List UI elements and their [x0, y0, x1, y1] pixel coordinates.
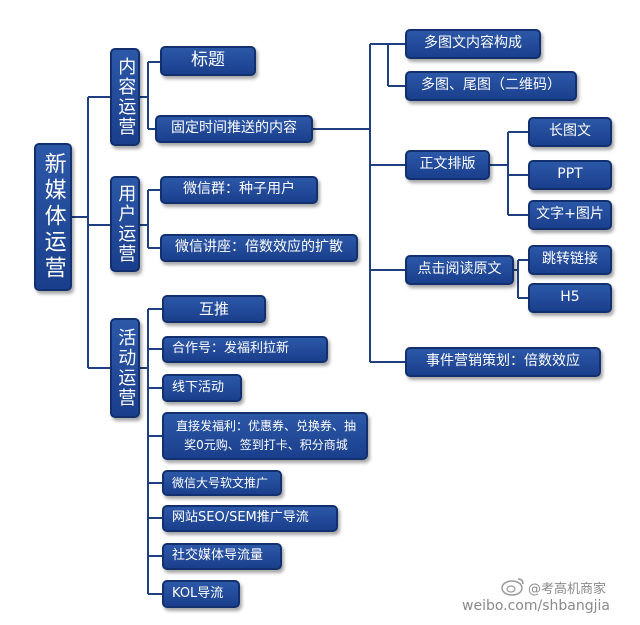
activity-item-label: KOL导流: [172, 585, 224, 601]
activity-item-label: 微信大号软文推广: [172, 475, 269, 490]
event-label: 事件营销策划：倍数效应: [426, 353, 580, 370]
wechat-lecture-node: 微信讲座：倍数效应的扩散: [160, 234, 358, 262]
activity-item-label: 线下活动: [172, 379, 225, 395]
root-label: 新媒体运营: [40, 152, 66, 282]
watermark-account: @考高机商家: [528, 582, 607, 597]
activity-item: 合作号：发福利拉新: [162, 336, 328, 363]
activity-item-label: 社交媒体导流量: [172, 548, 264, 564]
wechat-lecture-label: 微信讲座：倍数效应的扩散: [175, 239, 343, 256]
activity-item: 网站SEO/SEM推广导流: [162, 505, 338, 532]
jump-link-label: 跳转链接: [542, 251, 598, 268]
title-node-label: 标题: [191, 50, 225, 71]
text-image-label: 文字+图片: [536, 206, 604, 223]
activity-item: 直接发福利：优惠券、兑换券、抽奖0元购、签到打卡、积分商城: [162, 412, 368, 460]
jump-link-node: 跳转链接: [528, 245, 612, 275]
branch-user-label: 用户运营: [115, 184, 137, 264]
wechat-group-node: 微信群：种子用户: [160, 176, 318, 204]
long-image-label: 长图文: [549, 123, 591, 140]
long-image-node: 长图文: [528, 117, 612, 147]
branch-activity-label: 活动运营: [115, 328, 137, 408]
ppt-label: PPT: [557, 166, 583, 183]
branch-activity-node: 活动运营: [110, 318, 140, 418]
text-image-node: 文字+图片: [528, 200, 612, 230]
schedule-node: 固定时间推送的内容: [155, 115, 313, 143]
multi-image-node: 多图、尾图（二维码）: [405, 71, 577, 101]
multi-graphic-node: 多图文内容构成: [405, 29, 541, 59]
multi-graphic-label: 多图文内容构成: [424, 35, 522, 52]
title-node: 标题: [160, 46, 256, 76]
activity-item: 互推: [162, 295, 266, 323]
body-layout-node: 正文排版: [405, 150, 490, 180]
weibo-logo-icon: [501, 578, 524, 596]
read-original-label: 点击阅读原文: [417, 261, 502, 278]
watermark-url: weibo.com/shbangjia: [462, 598, 610, 614]
branch-content-label: 内容运营: [115, 57, 137, 137]
body-layout-label: 正文排版: [419, 156, 476, 173]
multi-image-label: 多图、尾图（二维码）: [421, 77, 561, 94]
activity-item-label: 合作号：发福利拉新: [172, 341, 290, 357]
activity-item: 微信大号软文推广: [162, 470, 282, 496]
schedule-node-label: 固定时间推送的内容: [171, 120, 297, 137]
root-node: 新媒体运营: [34, 143, 72, 291]
activity-item: KOL导流: [162, 580, 240, 608]
activity-item: 社交媒体导流量: [162, 543, 282, 570]
activity-item-label: 网站SEO/SEM推广导流: [172, 510, 309, 526]
h5-node: H5: [528, 283, 612, 313]
wechat-group-label: 微信群：种子用户: [183, 181, 295, 198]
read-original-node: 点击阅读原文: [405, 255, 514, 285]
ppt-node: PPT: [528, 160, 612, 190]
h5-label: H5: [560, 289, 580, 306]
activity-item: 线下活动: [162, 374, 242, 402]
activity-item-label: 直接发福利：优惠券、兑换券、抽奖0元购、签到打卡、积分商城: [175, 419, 356, 452]
event-node: 事件营销策划：倍数效应: [405, 347, 601, 377]
branch-user-node: 用户运营: [110, 176, 140, 272]
branch-content-node: 内容运营: [110, 48, 140, 146]
activity-item-label: 互推: [198, 299, 229, 318]
